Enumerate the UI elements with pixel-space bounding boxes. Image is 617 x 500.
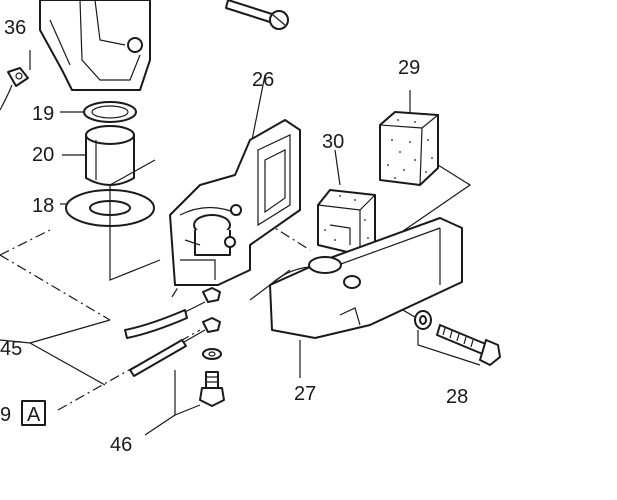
part-27-clamp <box>269 217 463 339</box>
part-45-wires <box>0 287 221 386</box>
label-18: 18 <box>32 195 54 217</box>
part-20-sleeve <box>62 125 135 186</box>
label-28: 28 <box>446 386 468 408</box>
part-28-bolt <box>414 310 501 366</box>
label-29: 29 <box>398 57 420 79</box>
label-26: 26 <box>252 69 274 91</box>
label-9: 9 <box>0 404 11 426</box>
label-20: 20 <box>32 144 54 166</box>
part-46-screw <box>144 348 225 436</box>
label-46: 46 <box>110 434 132 456</box>
part-36-cable <box>0 50 31 111</box>
part-26-bracket <box>169 119 301 286</box>
top-pin <box>225 0 289 30</box>
label-45: 45 <box>0 338 22 360</box>
label-30: 30 <box>322 131 344 153</box>
part-29-block <box>379 111 439 186</box>
reference-box-A <box>21 400 46 426</box>
label-27: 27 <box>294 383 316 405</box>
part-19-ring <box>60 101 137 123</box>
label-36: 36 <box>4 17 26 39</box>
label-A: A <box>27 404 41 426</box>
label-19: 19 <box>32 103 54 125</box>
part-18-washer <box>60 189 155 227</box>
upper-housing <box>39 0 151 91</box>
